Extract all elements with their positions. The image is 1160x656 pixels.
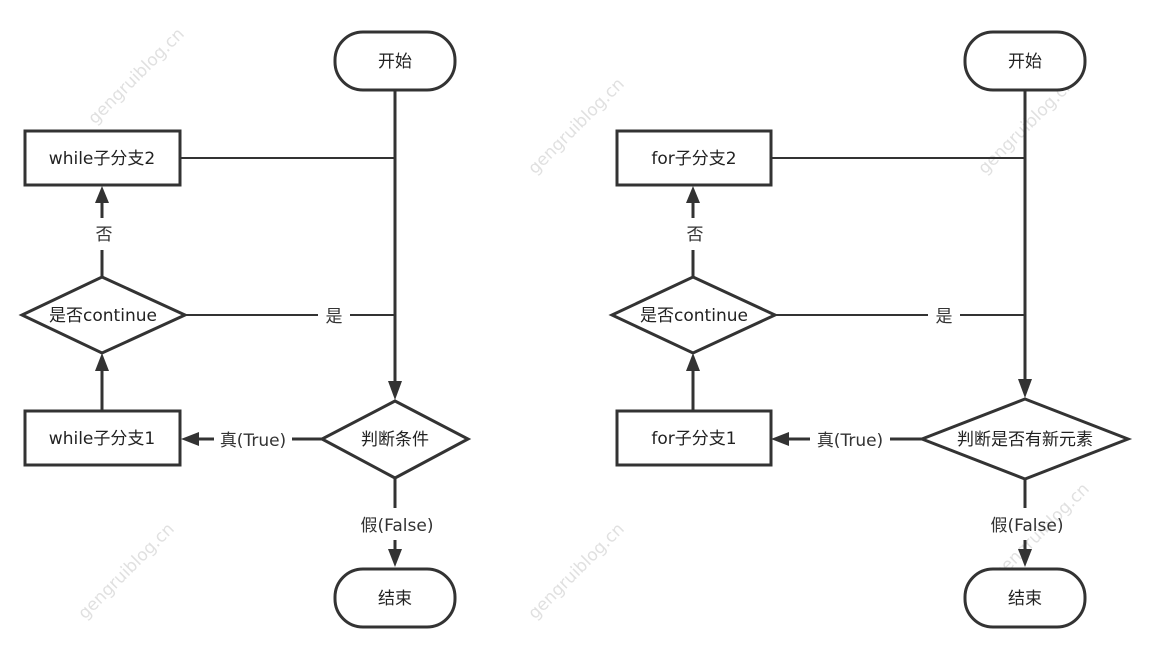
edge-label-false: 假(False) xyxy=(991,516,1064,536)
edge-label-false: 假(False) xyxy=(361,516,434,536)
condition-decision-label: 判断是否有新元素 xyxy=(957,430,1093,450)
watermark: gengruiblog.cn xyxy=(524,74,628,178)
arrowhead xyxy=(686,353,700,371)
edge-label-no: 否 xyxy=(96,225,113,245)
for-branch1-node xyxy=(615,409,773,467)
start-label: 开始 xyxy=(378,52,412,72)
arrowhead xyxy=(1018,379,1032,398)
end-label: 结束 xyxy=(378,589,412,609)
edge-label-no: 否 xyxy=(687,225,704,245)
continue-decision-node xyxy=(18,275,189,355)
while-branch1-node xyxy=(23,409,182,467)
arrowhead xyxy=(686,186,700,203)
start-node xyxy=(333,30,457,92)
watermark: gengruiblog.cn xyxy=(84,24,188,128)
condition-decision-label: 判断条件 xyxy=(361,430,429,450)
for-flowchart: 开始 for子分支2 是否continue for子分支1 判断是否有新元素 结… xyxy=(608,30,1133,629)
edge-label-true: 真(True) xyxy=(817,431,883,451)
end-label: 结束 xyxy=(1008,589,1042,609)
arrowhead xyxy=(388,549,402,567)
end-node xyxy=(963,567,1087,629)
arrowhead xyxy=(95,186,109,203)
for-branch2-node xyxy=(615,129,773,187)
while-branch2-node xyxy=(23,129,182,187)
watermark: gengruiblog.cn xyxy=(74,519,178,623)
arrowhead xyxy=(771,432,789,446)
arrowhead xyxy=(181,432,199,446)
continue-decision-label: 是否continue xyxy=(49,306,157,326)
continue-decision-label: 是否continue xyxy=(640,306,748,326)
arrowhead xyxy=(1018,549,1032,567)
arrowhead xyxy=(388,381,402,400)
for-branch2-label: for子分支2 xyxy=(651,149,736,169)
while-flowchart: 开始 while子分支2 是否continue while子分支1 判断条件 结… xyxy=(18,30,472,629)
edge-label-yes: 是 xyxy=(936,307,953,327)
edge-label-yes: 是 xyxy=(326,307,343,327)
end-node xyxy=(333,567,457,629)
watermark: gengruiblog.cn xyxy=(524,519,628,623)
while-branch2-label: while子分支2 xyxy=(49,149,155,169)
for-branch1-label: for子分支1 xyxy=(651,429,736,449)
condition-decision-node xyxy=(318,399,472,480)
start-label: 开始 xyxy=(1008,52,1042,72)
start-node xyxy=(963,30,1087,92)
while-branch1-label: while子分支1 xyxy=(49,429,155,449)
condition-decision-node xyxy=(917,397,1133,481)
arrowhead xyxy=(95,353,109,371)
continue-decision-node xyxy=(608,275,779,355)
edge-label-true: 真(True) xyxy=(220,431,286,451)
